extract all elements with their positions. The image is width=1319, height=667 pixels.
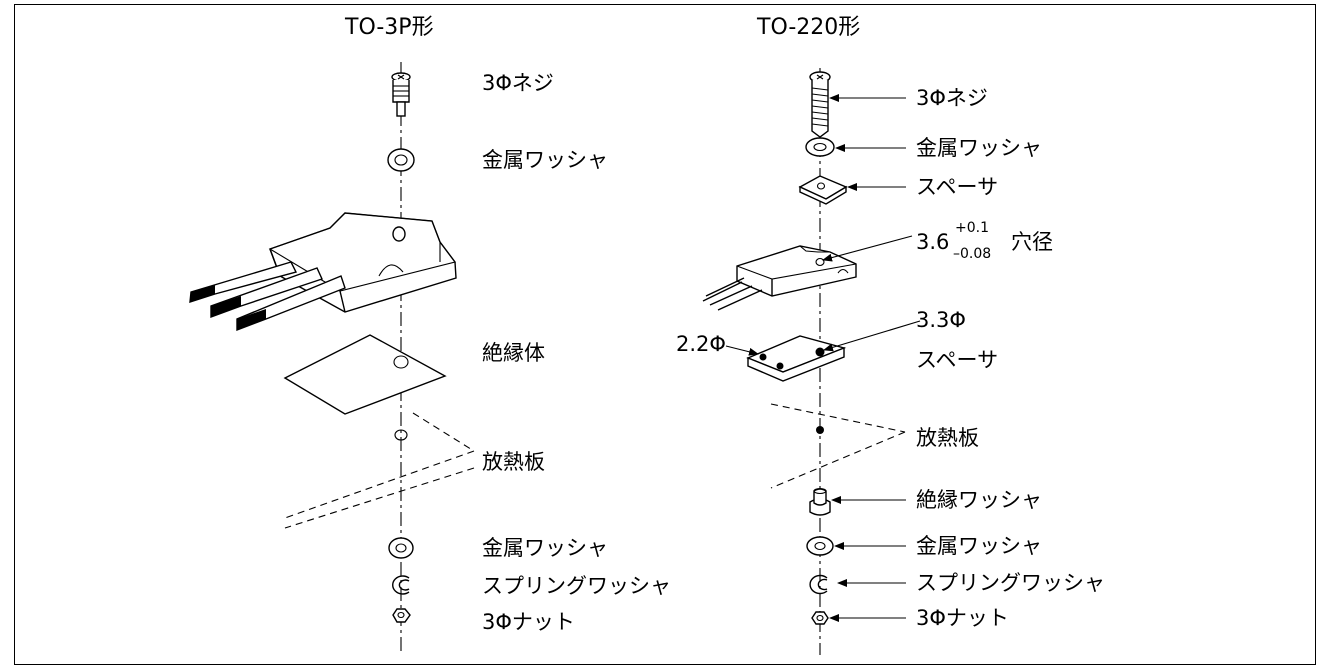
to3p-spring-washer xyxy=(392,575,410,595)
to3p-heatsink-outline xyxy=(284,412,475,529)
to3p-spring-washer-label: スプリングワッシャ xyxy=(482,574,671,598)
to220-spacer-top-label: スペーサ xyxy=(916,175,999,199)
to3p-screw-label: 3Φネジ xyxy=(482,71,554,95)
to3p-title: TO-3P形 xyxy=(345,15,434,40)
to3p-transistor xyxy=(189,212,457,332)
to220-metal-washer-bottom xyxy=(806,536,834,556)
to220-heatsink-label: 放熱板 xyxy=(916,426,979,450)
to220-metal-washer-bottom-label: 金属ワッシャ xyxy=(916,534,1042,558)
figure-frame xyxy=(14,4,1316,665)
to220-insulating-washer xyxy=(809,487,831,516)
to220-spring-washer-label: スプリングワッシャ xyxy=(916,571,1105,595)
to3p-assembly xyxy=(189,62,475,655)
to220-assembly xyxy=(702,68,921,655)
to220-hole-tol-plus: +0.1 xyxy=(955,220,989,236)
to3p-insulator xyxy=(283,334,447,415)
to220-spacer-bottom-label: スペーサ xyxy=(916,348,999,372)
to3p-heatsink-label: 放熱板 xyxy=(482,450,545,474)
to3p-metal-washer-top-label: 金属ワッシャ xyxy=(482,148,608,172)
to3p-metal-washer-top xyxy=(387,148,415,172)
to220-insulating-washer-label: 絶縁ワッシャ xyxy=(916,488,1042,512)
to220-title: TO-220形 xyxy=(757,15,861,40)
to220-screw xyxy=(809,71,831,138)
to220-transistor xyxy=(702,245,857,311)
to220-metal-washer-top xyxy=(805,137,835,157)
to3p-insulator-label: 絶縁体 xyxy=(482,341,545,365)
to220-nut-label: 3Φナット xyxy=(916,606,1009,630)
to220-leader-lines xyxy=(725,94,921,622)
to3p-nut-label: 3Φナット xyxy=(482,610,575,634)
to220-heatsink-point xyxy=(816,426,824,434)
to220-hole-tol-minus: –0.08 xyxy=(953,246,992,262)
to220-screw-label: 3Φネジ xyxy=(916,86,988,110)
to220-nut xyxy=(811,611,829,625)
to220-spacer-hole-small: 2.2Φ xyxy=(676,332,726,356)
to220-spacer-top xyxy=(798,175,848,205)
to220-spacer-hole-large: 3.3Φ xyxy=(916,308,966,332)
to3p-heatsink-hole xyxy=(394,429,408,441)
to220-spacer-bottom xyxy=(746,335,847,382)
to3p-nut xyxy=(392,608,411,623)
to3p-metal-washer-bottom xyxy=(388,537,414,559)
to220-hole-base: 3.6 xyxy=(916,230,950,254)
to3p-screw xyxy=(391,72,411,117)
to220-hole-label: 穴径 xyxy=(1011,230,1053,254)
to220-metal-washer-top-label: 金属ワッシャ xyxy=(916,136,1042,160)
to220-spring-washer xyxy=(809,574,828,595)
to3p-metal-washer-bottom-label: 金属ワッシャ xyxy=(482,536,608,560)
to220-heatsink-outline xyxy=(770,403,906,489)
